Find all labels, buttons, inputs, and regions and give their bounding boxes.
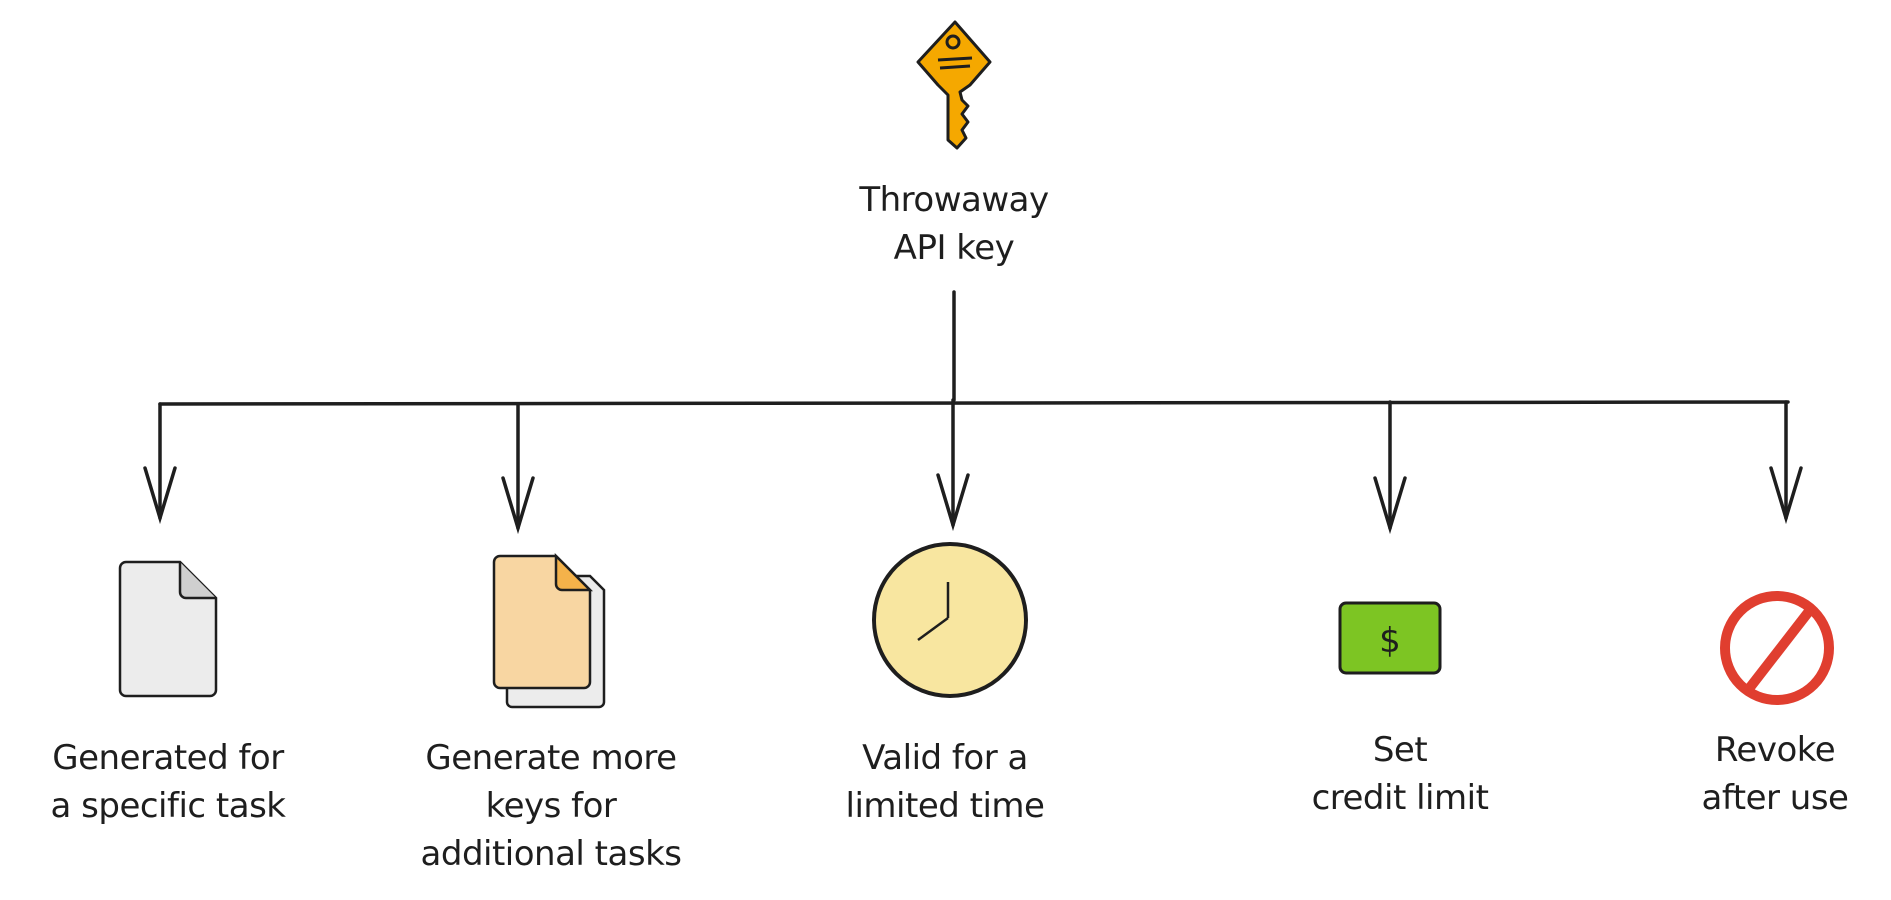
label-line: Valid for a xyxy=(862,738,1028,778)
svg-text:$: $ xyxy=(1379,621,1401,661)
label-line: credit limit xyxy=(1311,778,1489,818)
arrow xyxy=(1373,400,1407,535)
label-line: Set xyxy=(1372,730,1428,770)
label-line: keys for xyxy=(485,786,617,826)
branch-label-task: Generated for a specific task xyxy=(51,734,286,830)
arrow xyxy=(143,402,177,525)
root-label: Throwaway API key xyxy=(859,176,1049,272)
label-line: limited time xyxy=(845,786,1045,826)
label-line: Generated for xyxy=(52,738,284,778)
label-line: Generate more xyxy=(425,738,677,778)
branch-label-credit: Set credit limit xyxy=(1312,726,1489,822)
prohibited-icon xyxy=(1720,591,1834,705)
root-title-line: Throwaway xyxy=(859,180,1049,220)
arrow xyxy=(936,398,970,532)
arrow xyxy=(1769,400,1803,525)
label-line: after use xyxy=(1701,778,1849,818)
branch-label-more-keys: Generate more keys for additional tasks xyxy=(421,734,682,878)
money-icon: $ xyxy=(1338,601,1442,675)
branch-label-time: Valid for a limited time xyxy=(846,734,1045,830)
clock-icon xyxy=(872,542,1028,698)
documents-icon xyxy=(492,552,606,709)
root-title-line: API key xyxy=(893,228,1015,268)
branch-label-revoke: Revoke after use xyxy=(1702,726,1849,822)
label-line: a specific task xyxy=(50,786,286,826)
arrow xyxy=(501,402,535,535)
document-icon xyxy=(118,560,218,698)
label-line: Revoke xyxy=(1714,730,1836,770)
label-line: additional tasks xyxy=(420,834,682,874)
connectors xyxy=(143,290,1803,535)
key-icon xyxy=(916,20,992,150)
